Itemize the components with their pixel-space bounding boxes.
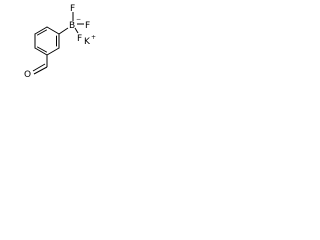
benzene-ring — [34, 26, 60, 56]
b-f-bond-lower — [74, 27, 79, 34]
structure-diagram: B − F F F O K + — [0, 0, 101, 90]
oxygen-label: O — [24, 70, 31, 80]
ring-bond — [34, 26, 48, 35]
ring-double-bond — [37, 29, 47, 36]
fluorine-lower-label: F — [77, 34, 82, 44]
fluorine-right-label: F — [85, 21, 90, 31]
boron-charge: − — [76, 16, 81, 23]
boron-label: B — [69, 21, 75, 31]
ring-bond — [34, 47, 48, 56]
c-b-bond — [58, 27, 69, 35]
ring-bond — [46, 47, 60, 56]
ring-double-bond — [37, 46, 47, 53]
fluorine-top-label: F — [70, 4, 75, 14]
c-o-double-bond-2 — [32, 63, 46, 72]
c-o-double-bond — [33, 66, 48, 75]
potassium-charge: + — [91, 34, 96, 41]
potassium-label: K — [84, 37, 91, 47]
molecule-drawing: B − F F F O K + — [24, 4, 96, 80]
ring-bond — [46, 26, 60, 35]
